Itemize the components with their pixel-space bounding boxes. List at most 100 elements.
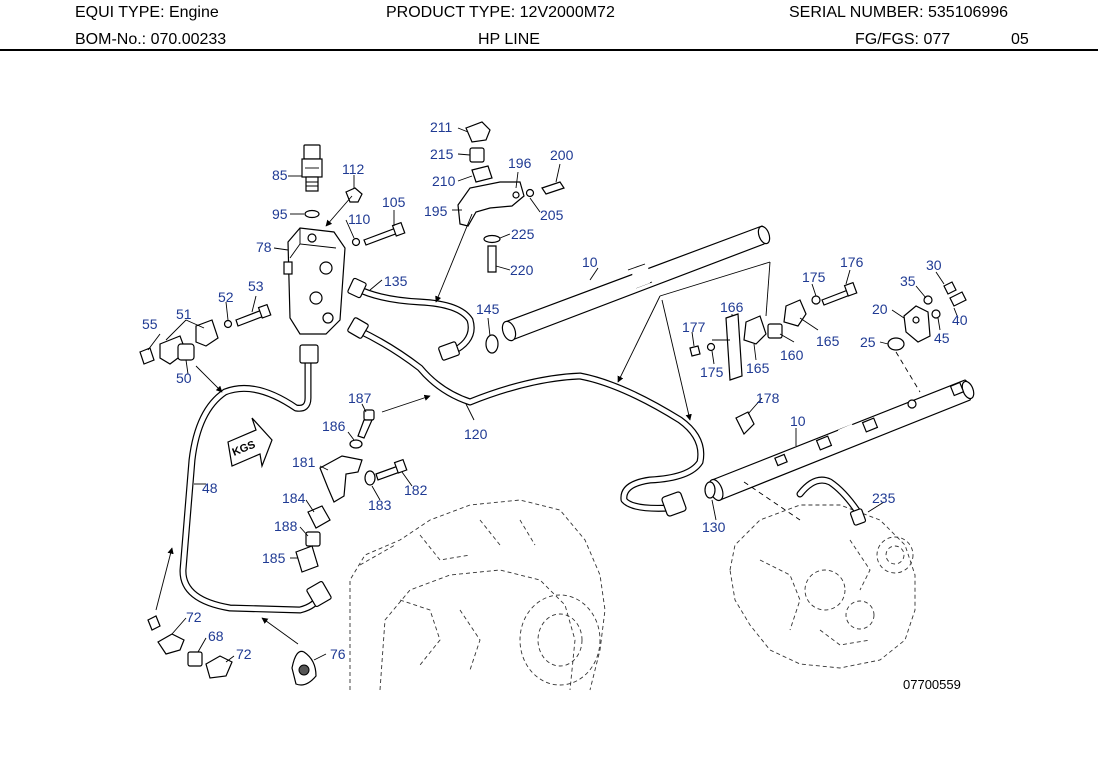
label-120: 120 xyxy=(464,426,488,442)
rail-upper xyxy=(501,225,771,342)
part-176 xyxy=(821,281,858,306)
label-177: 177 xyxy=(682,319,706,335)
label-205: 205 xyxy=(540,207,564,223)
kgs-arrow: KGS xyxy=(227,417,273,469)
bom-number: BOM-No.: 070.00233 xyxy=(75,31,227,48)
pipe-120 xyxy=(347,317,705,517)
part-175-lower xyxy=(706,342,716,352)
fg-sub: 05 xyxy=(1011,31,1029,48)
label-105: 105 xyxy=(382,194,406,210)
label-195: 195 xyxy=(424,203,448,219)
label-55: 55 xyxy=(142,316,158,332)
label-187: 187 xyxy=(348,390,372,406)
part-30 xyxy=(943,281,957,295)
part-182 xyxy=(375,458,408,481)
label-178: 178 xyxy=(756,390,780,406)
label-181: 181 xyxy=(292,454,316,470)
label-35: 35 xyxy=(900,273,916,289)
part-145 xyxy=(485,334,499,354)
serial-number: SERIAL NUMBER: 535106996 xyxy=(789,4,1009,21)
exploded-parts-diagram: KGS xyxy=(139,119,975,692)
label-235: 235 xyxy=(872,490,896,506)
label-76: 76 xyxy=(330,646,346,662)
part-130 xyxy=(704,481,716,499)
label-10-lower: 10 xyxy=(790,413,806,429)
part-51-right xyxy=(195,319,219,347)
assembly-arrows xyxy=(155,195,692,645)
part-185 xyxy=(295,545,319,573)
valve-block-78 xyxy=(283,227,346,335)
part-183 xyxy=(364,470,376,486)
group-title: HP LINE xyxy=(478,31,540,48)
label-184: 184 xyxy=(282,490,306,506)
label-196: 196 xyxy=(508,155,532,171)
part-45 xyxy=(931,309,941,319)
label-135: 135 xyxy=(384,273,408,289)
label-53: 53 xyxy=(248,278,264,294)
label-186: 186 xyxy=(322,418,346,434)
label-112: 112 xyxy=(342,161,365,177)
label-52: 52 xyxy=(218,289,234,305)
part-186 xyxy=(349,439,363,449)
product-type: PRODUCT TYPE: 12V2000M72 xyxy=(386,4,615,21)
label-188: 188 xyxy=(274,518,298,534)
engine-block-left xyxy=(349,499,606,691)
part-105 xyxy=(363,221,406,246)
part-50 xyxy=(177,343,195,361)
label-165-lower: 165 xyxy=(746,360,770,376)
dashed-guides xyxy=(743,351,921,521)
label-30: 30 xyxy=(926,257,942,273)
label-130: 130 xyxy=(702,519,726,535)
label-25: 25 xyxy=(860,334,876,350)
label-175-upper: 175 xyxy=(802,269,826,285)
part-178 xyxy=(735,411,755,436)
label-175-lower: 175 xyxy=(700,364,724,380)
leader-lines xyxy=(147,127,959,663)
equi-type: EQUI TYPE: Engine xyxy=(75,4,219,21)
label-215: 215 xyxy=(430,146,454,162)
part-165-upper xyxy=(783,299,807,327)
label-145: 145 xyxy=(476,301,500,317)
part-68 xyxy=(187,651,203,667)
header-rule xyxy=(0,49,1098,51)
label-183: 183 xyxy=(368,497,392,513)
part-72-upper xyxy=(157,633,185,655)
bracket-group-195 xyxy=(457,121,565,273)
label-220: 220 xyxy=(510,262,534,278)
part-20 xyxy=(903,305,931,343)
label-10-upper: 10 xyxy=(582,254,598,270)
part-187 xyxy=(357,409,375,439)
header-bar: EQUI TYPE: Engine PRODUCT TYPE: 12V2000M… xyxy=(0,0,1098,52)
label-85: 85 xyxy=(272,167,288,183)
part-25 xyxy=(887,337,905,351)
part-177 xyxy=(689,345,701,357)
part-110 xyxy=(351,237,361,247)
part-95 xyxy=(304,209,320,219)
pipe-135 xyxy=(347,277,475,361)
part-165-lower xyxy=(743,315,767,345)
pipe-235 xyxy=(796,476,867,526)
label-110: 110 xyxy=(348,211,371,227)
label-78: 78 xyxy=(256,239,272,255)
label-68: 68 xyxy=(208,628,224,644)
label-48: 48 xyxy=(202,480,218,496)
part-181 xyxy=(319,455,363,503)
label-95: 95 xyxy=(272,206,288,222)
pipe-48 xyxy=(179,344,332,614)
part-labels: 211 215 210 196 200 195 205 225 220 85 1… xyxy=(142,119,968,662)
label-225: 225 xyxy=(511,226,535,242)
label-51: 51 xyxy=(176,306,192,322)
part-55 xyxy=(139,347,155,365)
part-40 xyxy=(949,291,967,307)
label-211: 211 xyxy=(430,119,453,135)
part-52 xyxy=(223,319,233,329)
engine-block-right xyxy=(729,504,916,669)
label-72-upper: 72 xyxy=(186,609,202,625)
label-40: 40 xyxy=(952,312,968,328)
part-160 xyxy=(767,323,783,339)
part-166 xyxy=(725,313,743,381)
label-20: 20 xyxy=(872,301,888,317)
label-166: 166 xyxy=(720,299,744,315)
label-185: 185 xyxy=(262,550,286,566)
part-53 xyxy=(235,303,272,327)
